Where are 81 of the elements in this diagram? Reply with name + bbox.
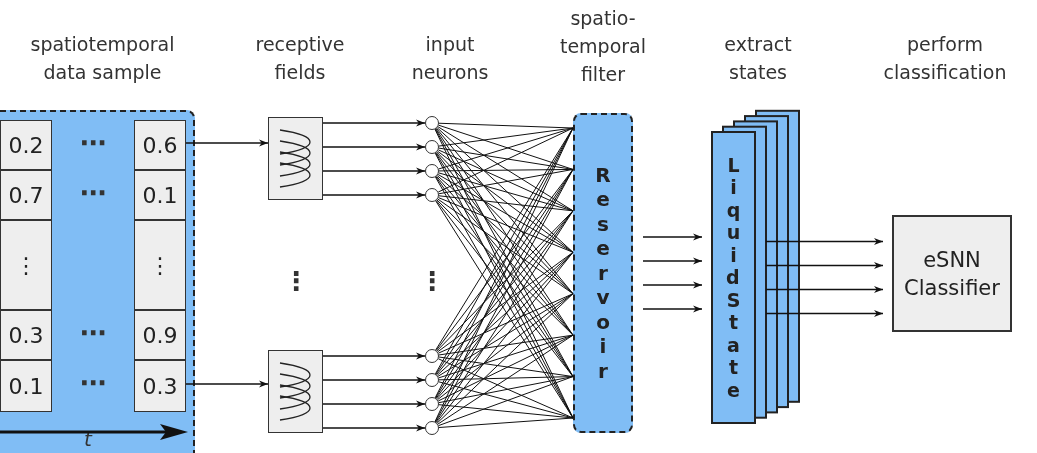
neuron-circle — [425, 397, 439, 411]
arrow — [322, 400, 426, 408]
arrow — [642, 281, 703, 289]
column-heading: receptive fields — [254, 32, 346, 85]
data-cell: ⋮ — [0, 220, 52, 310]
connection-line — [438, 122, 574, 129]
connection-line — [438, 376, 574, 404]
neuron-circle — [425, 116, 439, 130]
data-cell: 0.9 — [134, 310, 186, 360]
ellipsis: ⋯ — [79, 178, 107, 208]
arrow — [322, 352, 426, 360]
connection-line — [437, 150, 574, 253]
connection-line — [438, 168, 574, 195]
connection-line — [437, 174, 574, 253]
column-heading: spatiotemporal data sample — [29, 32, 176, 85]
receptive-field-box — [268, 117, 323, 200]
classifier-box — [892, 215, 1012, 332]
connection-line — [438, 147, 574, 170]
vertical-label: Liquid State — [725, 153, 742, 402]
vertical-label: Reservoir — [595, 162, 611, 384]
neuron-circle — [425, 349, 439, 363]
data-cell: 0.2 — [0, 120, 52, 170]
reservoir-box — [573, 113, 633, 433]
arrow — [185, 380, 269, 388]
arrow — [765, 285, 884, 294]
data-cell: 0.3 — [134, 360, 186, 412]
connection-line — [437, 149, 574, 212]
ellipsis: ⋯ — [79, 128, 107, 158]
arrow — [322, 167, 426, 175]
connection-line — [437, 198, 574, 295]
connection-line — [436, 175, 574, 295]
liquid-state-layer — [711, 131, 756, 424]
arrow — [322, 143, 426, 151]
arrow — [322, 119, 426, 127]
column-heading: perform classification — [882, 32, 1008, 85]
data-cell: 0.7 — [0, 170, 52, 220]
connection-line — [436, 127, 574, 253]
column-heading: extract states — [723, 32, 793, 85]
neuron-circle — [425, 164, 439, 178]
arrow — [642, 233, 703, 241]
connection-line — [438, 195, 574, 212]
arrow — [765, 309, 884, 318]
connection-line — [438, 197, 574, 253]
connection-line — [438, 404, 574, 419]
data-cell: ⋮ — [134, 220, 186, 310]
time-label: t — [83, 428, 94, 450]
arrow — [642, 257, 703, 265]
connection-line — [438, 376, 574, 427]
neuron-circle — [425, 140, 439, 154]
arrow — [765, 261, 884, 270]
column-heading: spatio- temporal filter — [558, 6, 648, 87]
ellipsis: ⋯ — [79, 368, 107, 398]
connection-line — [438, 417, 574, 428]
data-cell: 0.1 — [134, 170, 186, 220]
connection-line — [437, 127, 574, 193]
arrow — [642, 305, 703, 313]
arrow — [185, 139, 269, 147]
data-cell: 0.6 — [134, 120, 186, 170]
classifier-label: eSNN Classifier — [903, 246, 1001, 302]
column-heading: input neurons — [410, 32, 490, 85]
ellipsis: ⋯ — [79, 318, 107, 348]
data-sample-panel — [0, 110, 195, 453]
neuron-circle — [425, 188, 439, 202]
connection-line — [437, 358, 574, 419]
arrow — [765, 237, 884, 246]
data-cell: 0.1 — [0, 360, 52, 412]
connection-line — [436, 293, 574, 424]
neuron-circle — [425, 421, 439, 435]
receptive-field-box — [268, 350, 323, 433]
ellipsis: ⋮ — [282, 266, 310, 296]
connection-line — [437, 293, 574, 377]
connection-line — [438, 334, 574, 379]
data-cell: 0.3 — [0, 310, 52, 360]
ellipsis: ⋮ — [418, 266, 446, 296]
arrow — [322, 191, 426, 199]
connection-line — [437, 334, 574, 425]
arrow — [322, 376, 426, 384]
neuron-circle — [425, 373, 439, 387]
connection-line — [437, 251, 574, 353]
connection-line — [438, 172, 574, 212]
arrow — [322, 424, 426, 432]
